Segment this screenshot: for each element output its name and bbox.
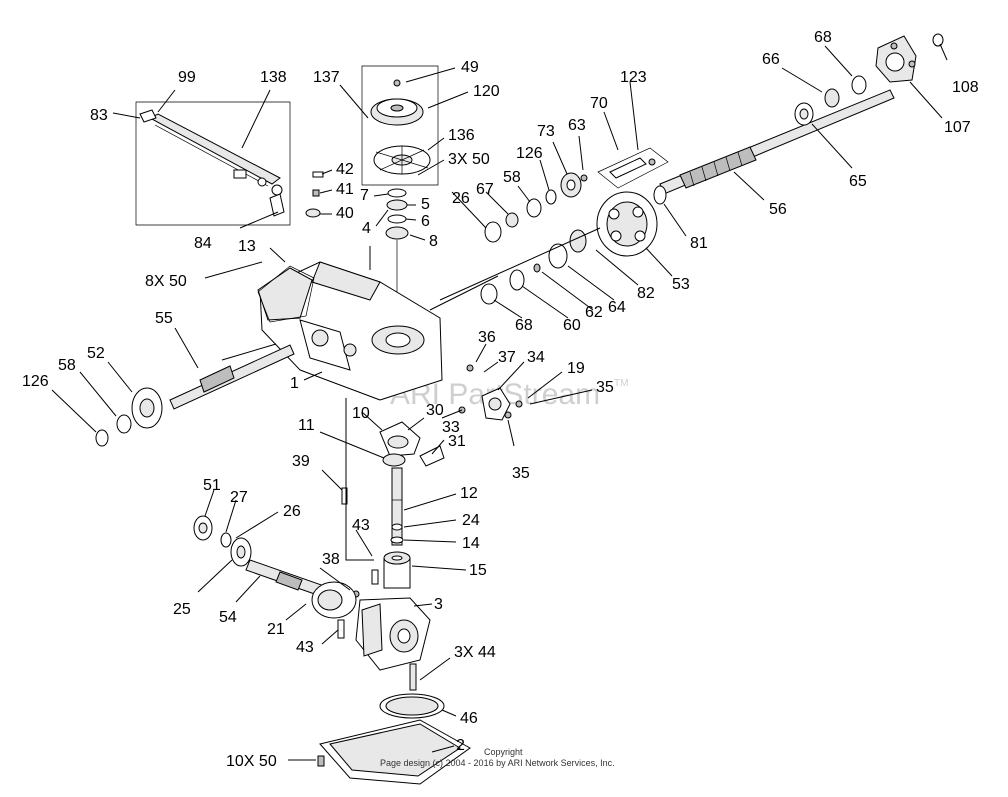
bracket-70: [597, 147, 669, 189]
callout-120: 120: [473, 83, 500, 100]
callout-58b: 58: [58, 357, 76, 374]
lower-shaft: [193, 487, 357, 619]
callout-138: 138: [260, 69, 287, 86]
callout-26b: 26: [283, 503, 301, 520]
callout-11: 11: [298, 417, 315, 434]
callout-7: 7: [360, 187, 369, 204]
callout-49: 49: [461, 59, 479, 76]
callout-33: 33: [442, 419, 460, 436]
callout-5: 5: [421, 196, 430, 213]
lower-cover: [317, 663, 471, 785]
callout-3x50: 3X 50: [448, 151, 490, 168]
callout-81: 81: [690, 235, 708, 252]
callout-60: 60: [563, 317, 581, 334]
callout-62: 62: [585, 304, 603, 321]
callout-40: 40: [336, 205, 354, 222]
callout-42: 42: [336, 161, 354, 178]
callout-107: 107: [944, 119, 971, 136]
callout-30: 30: [426, 402, 444, 419]
callout-64: 64: [608, 299, 626, 316]
kit-box-99: [135, 101, 291, 226]
copyright-notice: Page design (c) 2004 - 2016 by ARI Netwo…: [380, 758, 615, 768]
wheel-hub: [794, 33, 944, 126]
callout-84: 84: [194, 235, 212, 252]
leader-lines: [51, 43, 948, 761]
callout-10: 10: [352, 405, 370, 422]
callout-83: 83: [90, 107, 108, 124]
callout-labels: 99 138 83 84 137 49 120 136 3X 50 42 41 …: [22, 29, 979, 770]
watermark-trademark: TM: [614, 378, 628, 389]
callout-43b: 43: [296, 639, 314, 656]
callout-123: 123: [620, 69, 647, 86]
callout-126a: 126: [516, 145, 543, 162]
callout-43a: 43: [352, 517, 370, 534]
callout-3x44: 3X 44: [454, 644, 496, 661]
callout-56: 56: [769, 201, 787, 218]
callout-19: 19: [567, 360, 585, 377]
callout-51: 51: [203, 477, 221, 494]
callout-14: 14: [462, 535, 480, 552]
callout-36: 36: [478, 329, 496, 346]
callout-46: 46: [460, 710, 478, 727]
callout-126b: 126: [22, 373, 49, 390]
callout-54: 54: [219, 609, 237, 626]
callout-12: 12: [460, 485, 478, 502]
callout-67: 67: [476, 181, 494, 198]
pulley-fan-box-137: [361, 65, 439, 186]
copyright-heading: Copyright: [484, 747, 523, 757]
callout-65: 65: [849, 173, 867, 190]
callout-34: 34: [527, 349, 545, 366]
callout-25: 25: [173, 601, 191, 618]
callout-136: 136: [448, 127, 475, 144]
callout-99: 99: [178, 69, 196, 86]
callout-13: 13: [238, 238, 256, 255]
callout-108: 108: [952, 79, 979, 96]
callout-58a: 58: [503, 169, 521, 186]
callout-35a: 35: [596, 379, 614, 396]
callout-41: 41: [336, 181, 354, 198]
callout-1: 1: [290, 375, 299, 392]
center-pump: [379, 364, 523, 467]
callout-27: 27: [230, 489, 248, 506]
callout-39: 39: [292, 453, 310, 470]
callout-137: 137: [313, 69, 340, 86]
input-shaft: [95, 344, 295, 447]
upper-bearings: [484, 172, 588, 243]
callout-31: 31: [448, 433, 466, 450]
callout-52: 52: [87, 345, 105, 362]
callout-35b: 35: [512, 465, 530, 482]
callout-68a: 68: [814, 29, 832, 46]
lower-housing: [337, 569, 431, 671]
callout-37: 37: [498, 349, 516, 366]
gasket: [257, 265, 315, 323]
callout-73: 73: [537, 123, 555, 140]
vertical-shaft: [382, 453, 411, 589]
callout-8x50: 8X 50: [145, 273, 187, 290]
callout-15: 15: [469, 562, 487, 579]
callout-68b: 68: [515, 317, 533, 334]
callout-2: 2: [456, 737, 465, 754]
callout-63: 63: [568, 117, 586, 134]
callout-21: 21: [267, 621, 285, 638]
axle-shaft: [480, 89, 895, 305]
callout-66: 66: [762, 51, 780, 68]
callout-55: 55: [155, 310, 173, 327]
callout-3: 3: [434, 596, 443, 613]
callout-24: 24: [462, 512, 480, 529]
main-housing: [257, 261, 443, 401]
callout-38: 38: [322, 551, 340, 568]
callout-6: 6: [421, 213, 430, 230]
callout-70: 70: [590, 95, 608, 112]
callout-10x50: 10X 50: [226, 753, 277, 770]
callout-53: 53: [672, 276, 690, 293]
callout-8: 8: [429, 233, 438, 250]
callout-82: 82: [637, 285, 655, 302]
callout-4: 4: [362, 220, 371, 237]
callout-26a: 26: [452, 190, 470, 207]
